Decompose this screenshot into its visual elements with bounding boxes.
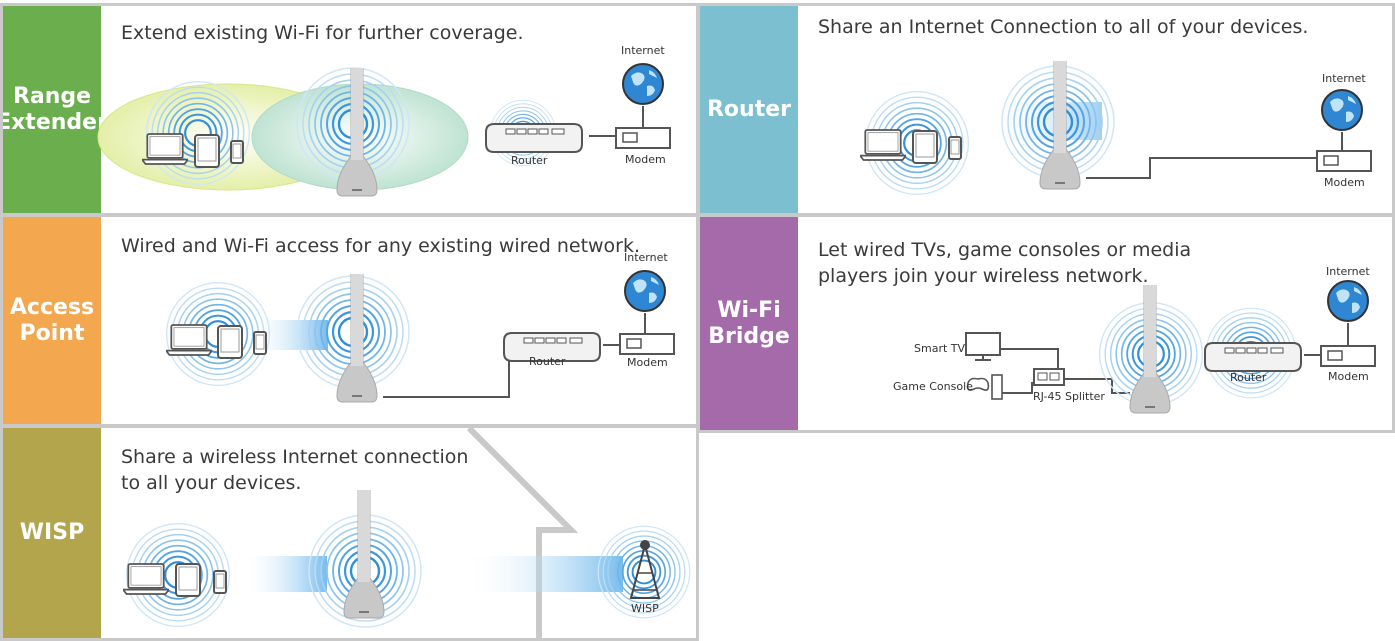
label-router: Router [700,6,798,213]
tablet-icon [175,563,201,597]
smart-tv-icon [965,332,1001,361]
modem-device-icon [615,127,671,149]
modem-device-icon [1320,345,1376,367]
splitter-label: RJ-45 Splitter [1033,390,1105,403]
modem-device-icon [619,333,675,355]
modem-label: Modem [627,356,668,369]
globe-icon [1321,89,1363,131]
phone-icon [213,570,227,594]
game-console-icon [966,374,1003,400]
globe-icon [622,63,664,105]
router-diagram: Modem Internet [860,61,1372,196]
router-label: Router [511,154,548,167]
wisp-device-icon [343,490,385,619]
laptop-icon [142,133,188,165]
router-device-icon [484,122,584,154]
internet-label: Internet [624,251,668,264]
signal-beam [463,556,623,592]
label-wisp: WISP [3,428,101,638]
signal-beam [241,556,327,592]
wisp-tower-label: WISP [631,602,659,615]
globe-icon [1327,280,1369,322]
wisp-diagram: WISP [123,428,691,638]
modem-label: Modem [625,153,666,166]
router-device-icon [1203,341,1303,373]
description-range-extender: Extend existing Wi-Fi for further covera… [121,22,524,44]
wisp-tower-icon [629,540,661,599]
panel-wisp: WISP Share a wireless Internet connectio… [0,425,699,641]
phone-icon [948,136,962,160]
modem-label: Modem [1324,176,1365,189]
internet-label: Internet [1326,265,1370,278]
router-label: Router [529,355,566,368]
panel-router: Router Share an Internet Connection to a… [697,3,1395,216]
access-point-diagram: Router Modem Internet [165,251,675,403]
tablet-icon [912,130,938,164]
description-wifi-bridge: Let wired TVs, game consoles or media pl… [818,239,1192,287]
description-wisp: Share a wireless Internet connection to … [121,446,469,494]
rj45-splitter-icon [1033,368,1065,386]
modem-device-icon [1316,150,1372,172]
laptop-icon [123,563,169,595]
phone-icon [230,140,244,164]
laptop-icon [860,129,906,161]
wifi-bridge-diagram: Smart TV Game Console RJ-45 Splitter Rou… [893,265,1376,414]
range-extender-diagram: Router Modem Internet [97,44,671,197]
tablet-icon [194,134,220,168]
description-access-point: Wired and Wi-Fi access for any existing … [121,235,641,257]
internet-label: Internet [621,44,665,57]
laptop-icon [166,324,212,356]
game-console-label: Game Console [893,380,973,393]
smart-tv-label: Smart TV [914,342,965,355]
globe-icon [624,270,666,312]
description-router: Share an Internet Connection to all of y… [818,16,1309,38]
tablet-icon [217,325,243,359]
modem-label: Modem [1328,370,1369,383]
router-label: Router [1230,371,1267,384]
internet-label: Internet [1322,72,1366,85]
phone-icon [253,331,267,355]
